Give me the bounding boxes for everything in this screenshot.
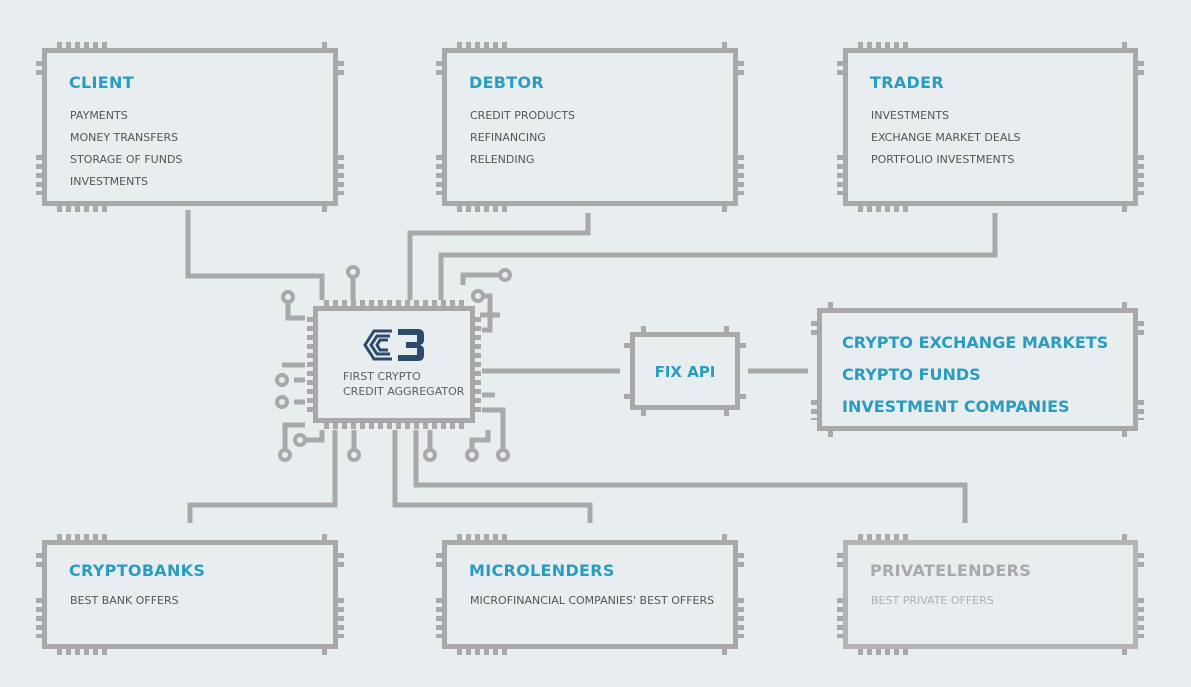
client-title: CLIENT <box>69 73 134 92</box>
trader-item: PORTFOLIO INVESTMENTS <box>871 153 1015 166</box>
debtor-item: CREDIT PRODUCTS <box>470 109 576 122</box>
privatelenders-item: BEST PRIVATE OFFERS <box>871 594 994 607</box>
client-box: CLIENT PAYMENTS MONEY TRANSFERS STORAGE … <box>36 42 344 212</box>
center-title-line2: CREDIT AGGREGATOR <box>343 385 465 398</box>
markets-box: CRYPTO EXCHANGE MARKETS CRYPTO FUNDS INV… <box>811 302 1144 437</box>
trace-debtor <box>407 213 591 300</box>
center-title-line1: FIRST CRYPTO <box>343 370 421 383</box>
trace-client <box>185 210 325 300</box>
fix-api-box: FIX API <box>624 326 746 416</box>
trader-item: EXCHANGE MARKET DEALS <box>871 131 1021 144</box>
cryptobanks-title: CRYPTOBANKS <box>69 561 206 580</box>
markets-item: CRYPTO FUNDS <box>842 365 981 384</box>
c3-logo-icon <box>363 329 424 361</box>
microlenders-item: MICROFINANCIAL COMPANIES' BEST OFFERS <box>470 594 715 607</box>
cryptobanks-box: CRYPTOBANKS BEST BANK OFFERS <box>36 534 344 655</box>
central-aggregator-chip: FIRST CRYPTO CREDIT AGGREGATOR <box>307 300 481 429</box>
debtor-title: DEBTOR <box>469 73 545 92</box>
privatelenders-title: PRIVATELENDERS <box>870 561 1032 580</box>
client-item: STORAGE OF FUNDS <box>70 153 183 166</box>
debtor-item: RELENDING <box>470 153 535 166</box>
privatelenders-box: PRIVATELENDERS BEST PRIVATE OFFERS <box>837 534 1144 655</box>
markets-item: CRYPTO EXCHANGE MARKETS <box>842 333 1109 352</box>
trace-cryptobanks <box>187 430 338 523</box>
microlenders-box: MICROLENDERS MICROFINANCIAL COMPANIES' B… <box>436 534 744 655</box>
debtor-item: REFINANCING <box>470 131 546 144</box>
trader-box: TRADER INVESTMENTS EXCHANGE MARKET DEALS… <box>837 42 1144 212</box>
client-item: INVESTMENTS <box>70 175 149 188</box>
fix-api-label: FIX API <box>654 363 716 381</box>
trace-trader <box>438 213 998 300</box>
markets-item: INVESTMENT COMPANIES <box>842 397 1070 416</box>
debtor-box: DEBTOR CREDIT PRODUCTS REFINANCING RELEN… <box>436 42 744 212</box>
cryptobanks-item: BEST BANK OFFERS <box>70 594 179 607</box>
trader-title: TRADER <box>870 73 944 92</box>
client-item: MONEY TRANSFERS <box>70 131 179 144</box>
trace-microlenders <box>392 430 593 523</box>
trace-privatelenders <box>413 430 968 523</box>
microlenders-title: MICROLENDERS <box>469 561 615 580</box>
trader-item: INVESTMENTS <box>871 109 950 122</box>
client-item: PAYMENTS <box>70 109 128 122</box>
